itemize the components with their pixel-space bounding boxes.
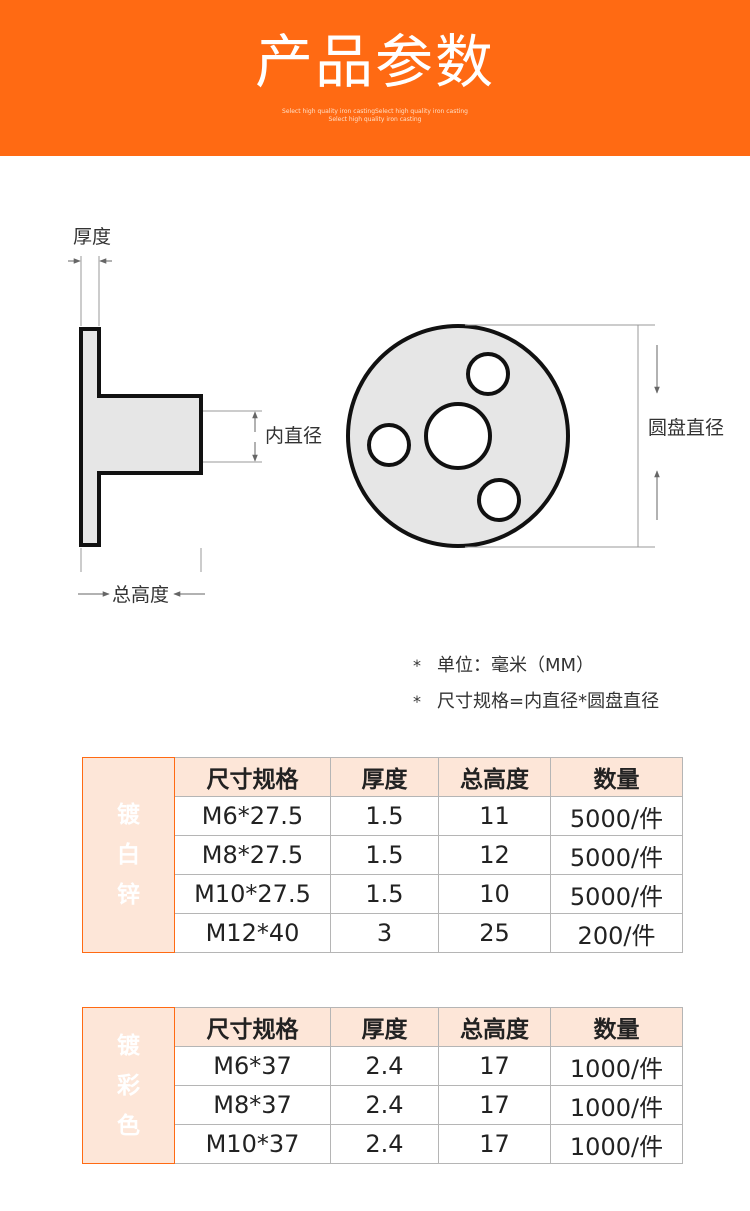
cell-total-height: 17 [438,1046,551,1086]
thickness-dimension: 厚度 [68,226,112,326]
cell-total-height: 25 [438,913,551,953]
finish-label-color-zinc: 镀彩色 [82,1007,175,1164]
cell-spec: M12*40 [174,913,331,953]
cell-thickness: 1.5 [330,835,439,875]
cell-spec: M10*37 [174,1124,331,1164]
banner-subtitle-line2: Select high quality iron casting [328,116,422,123]
inner-diameter-dimension: 内直径 [203,410,322,463]
cell-quantity: 1000/件 [550,1085,683,1125]
cell-total-height: 17 [438,1124,551,1164]
front-view-disc [346,324,570,548]
product-dimension-diagram: 厚度 内直径 总高度 圆盘直径 [68,226,724,606]
note-mark: * [413,692,421,711]
header-thickness: 厚度 [330,1007,439,1047]
header-quantity: 数量 [550,1007,683,1047]
header-thickness: 厚度 [330,757,439,797]
note-mark: * [413,656,421,675]
cell-quantity: 5000/件 [550,796,683,836]
cell-total-height: 12 [438,835,551,875]
cell-quantity: 5000/件 [550,835,683,875]
cell-total-height: 17 [438,1085,551,1125]
table-row: M8*37 2.4 17 1000/件 [83,1085,683,1125]
cell-spec: M10*27.5 [174,874,331,914]
disc-diameter-label: 圆盘直径 [648,417,724,439]
cell-thickness: 1.5 [330,874,439,914]
table-row: M10*37 2.4 17 1000/件 [83,1124,683,1164]
spec-table-color-zinc: 镀彩色 尺寸规格 厚度 总高度 数量 M6*37 2.4 17 1000/件 M… [82,1007,683,1164]
note-unit: * 单位：毫米（MM） [413,648,659,684]
notes: * 单位：毫米（MM） * 尺寸规格=内直径*圆盘直径 [413,648,659,720]
disc-diameter-dimension: 圆盘直径 [465,324,724,548]
total-height-label: 总高度 [112,584,169,606]
header-total-height: 总高度 [438,1007,551,1047]
table-row: M6*37 2.4 17 1000/件 [83,1046,683,1086]
cell-thickness: 2.4 [330,1085,439,1125]
table-row: M6*27.5 1.5 11 5000/件 [83,796,683,836]
table-header-row: 镀彩色 尺寸规格 厚度 总高度 数量 [82,1007,683,1164]
table-header-row: 镀白锌 尺寸规格 厚度 总高度 数量 [82,757,683,953]
cell-total-height: 11 [438,796,551,836]
finish-label-white-zinc: 镀白锌 [82,757,175,953]
cell-quantity: 200/件 [550,913,683,953]
header-total-height: 总高度 [438,757,551,797]
note-text: 单位：毫米（MM） [437,655,595,676]
inner-diameter-label: 内直径 [265,425,322,447]
note-spec-format: * 尺寸规格=内直径*圆盘直径 [413,684,659,720]
cell-quantity: 1000/件 [550,1124,683,1164]
cell-spec: M6*37 [174,1046,331,1086]
header-spec: 尺寸规格 [174,757,331,797]
total-height-dimension: 总高度 [78,548,205,606]
cell-spec: M8*27.5 [174,835,331,875]
cell-spec: M6*27.5 [174,796,331,836]
cell-thickness: 1.5 [330,796,439,836]
cell-quantity: 1000/件 [550,1046,683,1086]
banner-subtitle: Select high quality iron castingSelect h… [0,108,750,124]
cell-quantity: 5000/件 [550,874,683,914]
spec-table-white-zinc: 镀白锌 尺寸规格 厚度 总高度 数量 M6*27.5 1.5 11 5000/件… [82,757,683,953]
banner-subtitle-line1: Select high quality iron castingSelect h… [282,108,468,115]
header-quantity: 数量 [550,757,683,797]
header-banner: 产品参数 Select high quality iron castingSel… [0,0,750,156]
page-title: 产品参数 [254,28,495,96]
cell-thickness: 3 [330,913,439,953]
side-view-profile [79,327,203,547]
table-row: M8*27.5 1.5 12 5000/件 [83,835,683,875]
cell-spec: M8*37 [174,1085,331,1125]
cell-total-height: 10 [438,874,551,914]
cell-thickness: 2.4 [330,1124,439,1164]
cell-thickness: 2.4 [330,1046,439,1086]
header-spec: 尺寸规格 [174,1007,331,1047]
table-row: M12*40 3 25 200/件 [83,913,683,953]
thickness-label: 厚度 [73,226,111,248]
note-text: 尺寸规格=内直径*圆盘直径 [437,691,660,712]
